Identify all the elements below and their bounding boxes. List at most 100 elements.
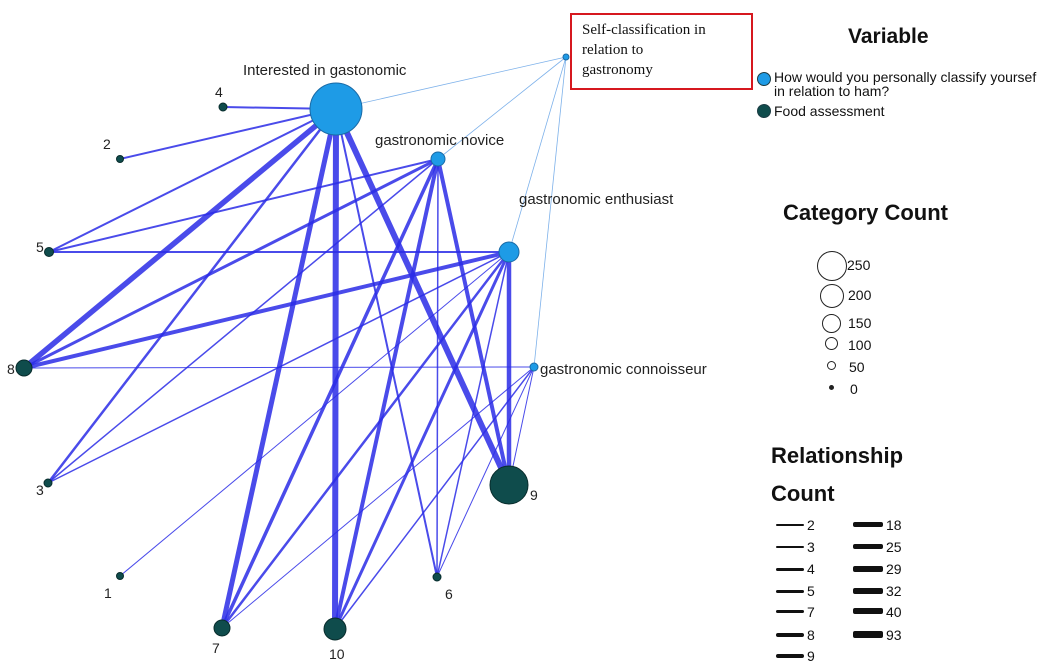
node-f5[interactable] bbox=[44, 247, 54, 257]
rel-swatch-4 bbox=[776, 568, 804, 571]
edge-target-novice bbox=[437, 56, 567, 160]
node-f9[interactable] bbox=[489, 465, 529, 505]
size-label-250: 250 bbox=[847, 257, 871, 273]
node-f7[interactable] bbox=[213, 619, 231, 637]
title-box-line-1: Self-classification in bbox=[582, 22, 706, 38]
food-label-3: 3 bbox=[36, 482, 44, 498]
food-label-8: 8 bbox=[7, 361, 15, 377]
size-label-50: 50 bbox=[849, 359, 865, 375]
hub-label-enthusiast: gastronomic enthusiast bbox=[519, 191, 674, 208]
legend-ham-label: How would you personally classify yourse… bbox=[774, 69, 1037, 99]
legend-relationship-title-line-2: Count bbox=[771, 481, 835, 506]
edge-interested-f5 bbox=[48, 108, 337, 253]
size-circle-100 bbox=[825, 337, 838, 350]
edge-novice-f8 bbox=[22, 157, 440, 370]
edge-target-connoisseur bbox=[533, 56, 567, 368]
node-enthusiast[interactable] bbox=[498, 241, 520, 263]
rel-value-4: 4 bbox=[807, 561, 815, 577]
rel-value-25: 25 bbox=[886, 539, 902, 555]
rel-swatch-3 bbox=[776, 546, 804, 548]
edge-connoisseur-f6 bbox=[436, 366, 535, 578]
food-label-10: 10 bbox=[329, 646, 345, 662]
rel-value-32: 32 bbox=[886, 583, 902, 599]
edge-novice-f3 bbox=[47, 158, 439, 484]
rel-value-9: 9 bbox=[807, 648, 815, 664]
food-label-5: 5 bbox=[36, 239, 44, 255]
rel-swatch-2 bbox=[776, 524, 804, 526]
rel-value-3: 3 bbox=[807, 539, 815, 555]
edge-enthusiast-f1 bbox=[119, 251, 510, 577]
edge-interested-f2 bbox=[119, 108, 337, 160]
rel-value-29: 29 bbox=[886, 561, 902, 577]
edge-interested-f3 bbox=[46, 107, 338, 485]
size-circle-200 bbox=[820, 284, 844, 308]
edge-enthusiast-f6 bbox=[436, 251, 510, 578]
node-f8[interactable] bbox=[15, 359, 33, 377]
rel-swatch-5 bbox=[776, 590, 804, 593]
legend-variable-title: Variable bbox=[848, 25, 929, 48]
node-f1[interactable] bbox=[116, 572, 124, 580]
node-f6[interactable] bbox=[432, 572, 442, 582]
node-novice[interactable] bbox=[430, 151, 446, 167]
rel-swatch-9 bbox=[776, 654, 804, 658]
rel-value-7: 7 bbox=[807, 604, 815, 620]
rel-swatch-8 bbox=[776, 633, 804, 637]
edge-novice-f5 bbox=[48, 158, 439, 253]
rel-swatch-18 bbox=[853, 522, 883, 527]
rel-value-5: 5 bbox=[807, 583, 815, 599]
hub-label-novice: gastronomic novice bbox=[375, 132, 504, 149]
edge-enthusiast-f7 bbox=[220, 250, 511, 630]
legend-food-label: Food assessment bbox=[774, 103, 885, 119]
rel-value-93: 93 bbox=[886, 627, 902, 643]
node-f10[interactable] bbox=[323, 617, 347, 641]
edge-connoisseur-f7 bbox=[221, 366, 535, 629]
edge-novice-f9 bbox=[436, 157, 511, 487]
network-diagram: Interested in gastonomic gastronomic nov… bbox=[7, 53, 707, 662]
legend-category-title: Category Count bbox=[783, 200, 948, 225]
rel-value-40: 40 bbox=[886, 604, 902, 620]
legend-relationship-title: Relationship Count bbox=[771, 437, 903, 513]
rel-swatch-93 bbox=[853, 631, 883, 638]
node-f4[interactable] bbox=[218, 102, 228, 112]
rel-swatch-7 bbox=[776, 610, 804, 613]
rel-swatch-32 bbox=[853, 588, 883, 594]
node-connoisseur[interactable] bbox=[529, 362, 539, 372]
size-circle-150 bbox=[822, 314, 841, 333]
rel-swatch-29 bbox=[853, 566, 883, 572]
node-f3[interactable] bbox=[43, 478, 53, 488]
rel-value-18: 18 bbox=[886, 517, 902, 533]
food-label-6: 6 bbox=[445, 586, 453, 602]
legend-ham-dot bbox=[757, 72, 771, 86]
rel-swatch-40 bbox=[853, 608, 883, 614]
node-interested[interactable] bbox=[309, 82, 363, 136]
hub-label-connoisseur: gastronomic connoisseur bbox=[540, 361, 707, 378]
legend-relationship-title-line-1: Relationship bbox=[771, 443, 904, 468]
edge-connoisseur-f8 bbox=[23, 366, 535, 369]
edge-enthusiast-f10 bbox=[333, 250, 511, 631]
edge-enthusiast-f8 bbox=[22, 250, 511, 370]
size-label-150: 150 bbox=[848, 315, 872, 331]
edge-target-interested bbox=[335, 56, 567, 110]
edge-interested-f7 bbox=[219, 106, 339, 631]
edge-novice-f10 bbox=[333, 157, 440, 631]
variable-title-box: Self-classification in relation to gastr… bbox=[570, 13, 753, 90]
rel-value-8: 8 bbox=[807, 627, 815, 643]
nodes-group bbox=[15, 53, 570, 641]
edge-interested-f10 bbox=[332, 106, 339, 632]
food-label-9: 9 bbox=[530, 487, 538, 503]
node-target[interactable] bbox=[562, 53, 570, 61]
node-f2[interactable] bbox=[116, 155, 124, 163]
edge-target-enthusiast bbox=[508, 56, 567, 253]
title-box-line-2: relation to bbox=[582, 42, 644, 58]
food-label-7: 7 bbox=[212, 640, 220, 656]
size-circle-0 bbox=[829, 385, 834, 390]
edge-connoisseur-f9 bbox=[508, 366, 535, 486]
food-label-4: 4 bbox=[215, 84, 223, 100]
edge-interested-f8 bbox=[21, 106, 339, 371]
size-label-0: 0 bbox=[850, 381, 858, 397]
edges-group bbox=[21, 56, 567, 632]
hub-label-interested: Interested in gastonomic bbox=[243, 62, 407, 79]
edge-interested-f6 bbox=[335, 108, 438, 578]
rel-swatch-25 bbox=[853, 544, 883, 549]
food-label-1: 1 bbox=[104, 585, 112, 601]
